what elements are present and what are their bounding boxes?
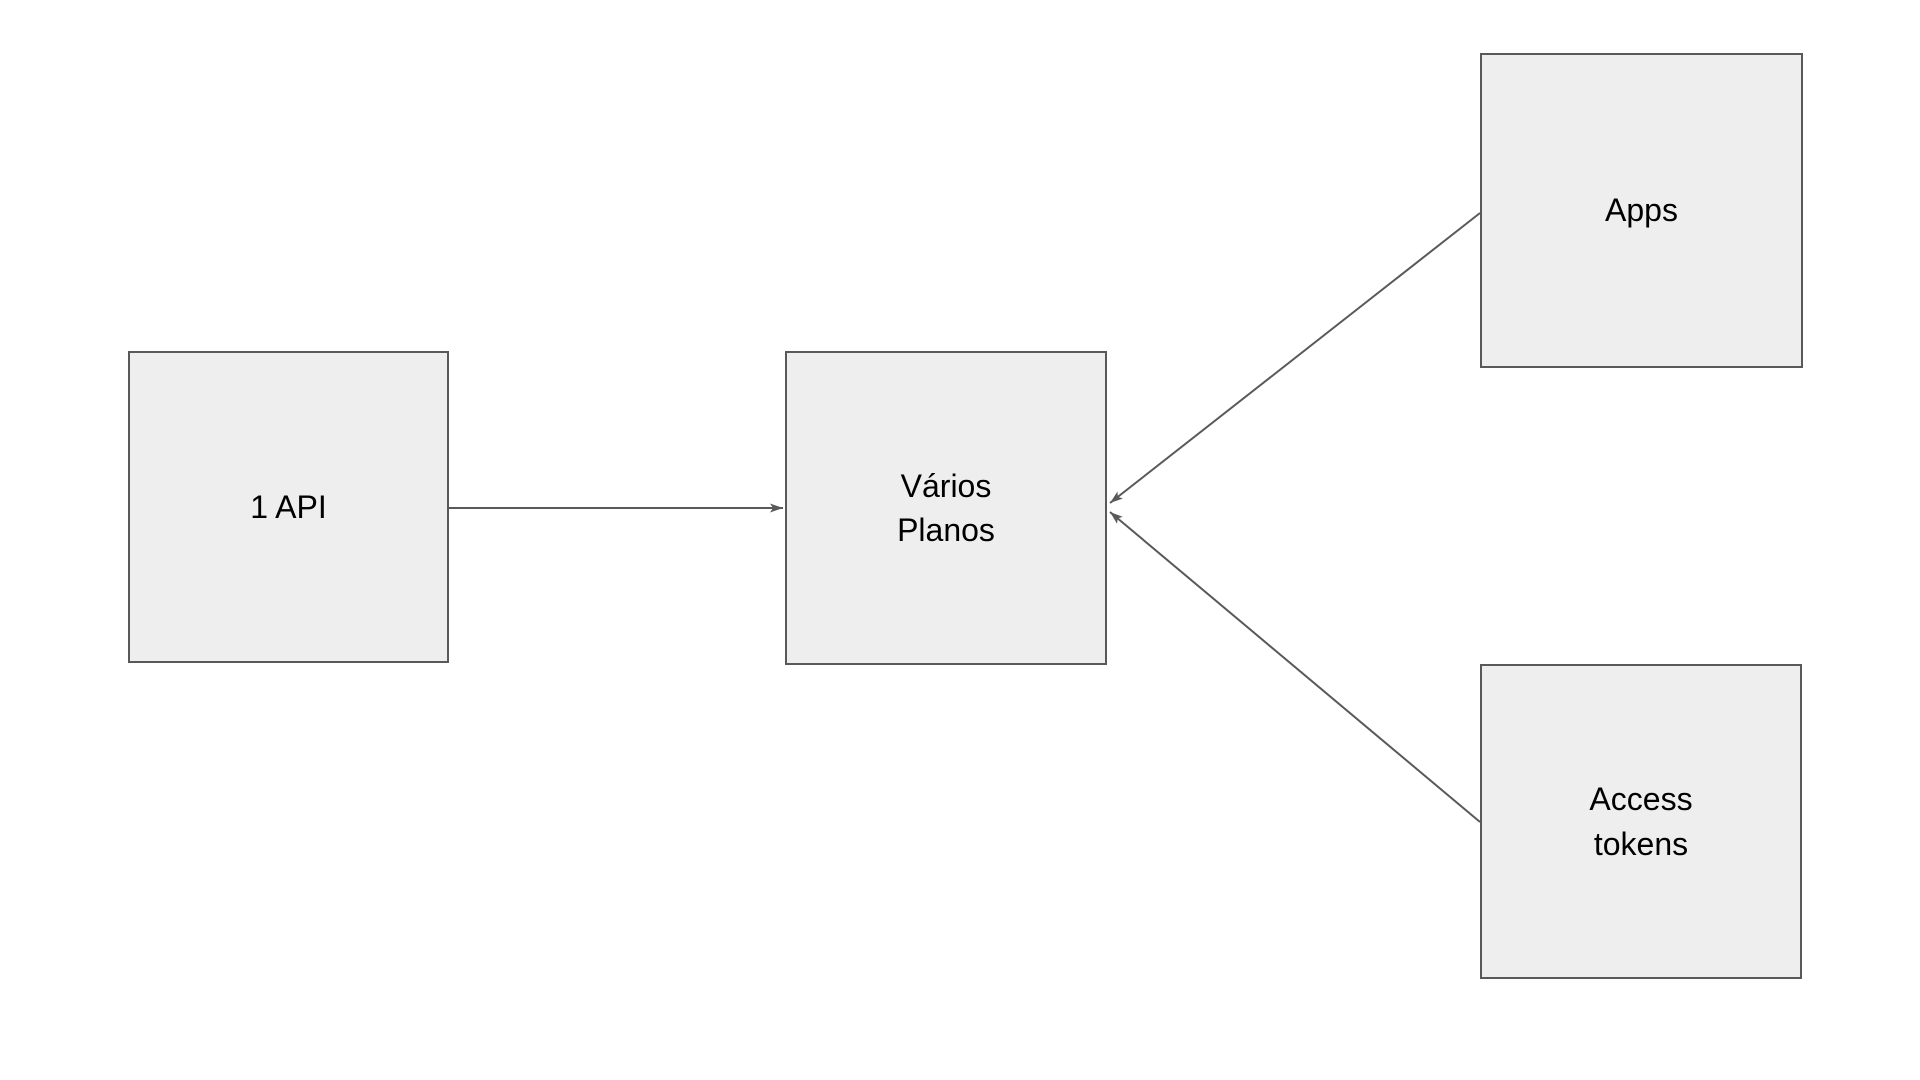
node-varios-planos: Vários Planos: [785, 351, 1107, 665]
edge-apps-to-varios-planos: [1109, 212, 1481, 504]
node-access-tokens-label: Access tokens: [1589, 781, 1693, 862]
node-apps-label: Apps: [1605, 192, 1678, 229]
node-varios-planos-label: Vários Planos: [897, 467, 995, 548]
node-apps: Apps: [1480, 53, 1803, 368]
node-1-api: 1 API: [128, 351, 449, 663]
node-access-tokens: Access tokens: [1480, 664, 1802, 979]
edge-access-tokens-to-varios-planos: [1109, 511, 1481, 823]
node-1-api-label: 1 API: [250, 488, 327, 525]
